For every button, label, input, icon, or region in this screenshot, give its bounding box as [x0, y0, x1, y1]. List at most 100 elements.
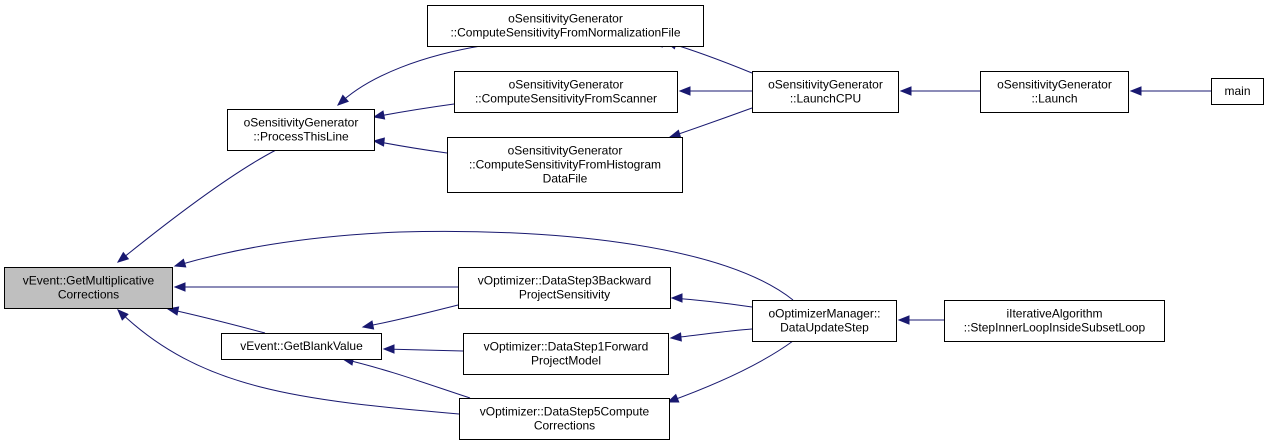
edge-n5-to-n4: [668, 107, 753, 139]
node-label-line: oSensitivityGenerator: [997, 78, 1112, 92]
edge-n11-to-n9: [341, 356, 471, 399]
node-box: [463, 333, 669, 375]
node-n4[interactable]: oSensitivityGenerator::ComputeSensitivit…: [447, 137, 683, 193]
edge-n1-to-n0: [116, 149, 277, 263]
node-box: [458, 267, 671, 309]
arrowhead: [382, 344, 395, 354]
edge-n6-to-n5: [899, 86, 980, 96]
edge-line: [373, 140, 448, 154]
edge-n8-to-n0: [173, 282, 458, 292]
arrowhead: [678, 86, 691, 96]
edge-line: [667, 340, 794, 403]
node-label-line: DataUpdateStep: [780, 321, 869, 335]
node-n7[interactable]: main: [1211, 78, 1264, 105]
node-label-line: Corrections: [58, 288, 119, 302]
edge-n11-to-n0: [117, 309, 460, 415]
edge-n7-to-n6: [1129, 86, 1211, 96]
node-label-line: main: [1224, 84, 1250, 98]
node-box: [447, 137, 683, 193]
node-n9[interactable]: vEvent::GetBlankValue: [221, 333, 382, 360]
node-label-line: ProjectSensitivity: [519, 288, 610, 302]
node-box: [221, 333, 382, 360]
node-label-line: vEvent::GetMultiplicative: [23, 274, 155, 288]
node-n5[interactable]: oSensitivityGenerator::LaunchCPU: [752, 71, 899, 113]
node-box: [752, 71, 899, 113]
node-n13[interactable]: iIterativeAlgorithm::StepInnerLoopInside…: [944, 300, 1165, 342]
node-label-line: ::ProcessThisLine: [253, 130, 349, 144]
arrowhead: [897, 315, 910, 325]
node-box: [459, 398, 670, 440]
node-box: [4, 267, 173, 309]
edge-line: [671, 297, 753, 308]
arrowhead: [117, 309, 129, 321]
node-label-line: DataFile: [543, 172, 588, 186]
node-box: [227, 109, 375, 151]
edge-n12-to-n10: [669, 328, 753, 342]
node-box: [752, 300, 897, 342]
node-box: [427, 5, 704, 47]
edge-n3-to-n1: [372, 103, 455, 120]
edge-line: [342, 358, 471, 399]
node-box: [980, 71, 1129, 113]
node-label-line: ::StepInnerLoopInsideSubsetLoop: [964, 321, 1146, 335]
node-label-line: vOptimizer::DataStep5Compute: [480, 405, 650, 419]
arrowhead: [361, 320, 375, 330]
edge-line: [373, 103, 455, 118]
edge-n10-to-n9: [382, 344, 464, 354]
node-label-line: ::ComputeSensitivityFromNormalizationFil…: [450, 26, 680, 40]
node-label-line: vEvent::GetBlankValue: [240, 339, 363, 353]
arrowhead: [899, 86, 912, 96]
edge-line: [383, 348, 464, 352]
edge-line: [670, 328, 753, 339]
node-label-line: oSensitivityGenerator: [244, 116, 359, 130]
edge-line: [362, 304, 459, 328]
arrowhead: [1129, 86, 1142, 96]
node-label-line: iIterativeAlgorithm: [1006, 307, 1102, 321]
node-label-line: ProjectModel: [531, 354, 601, 368]
node-box: [454, 71, 678, 113]
node-label-line: oSensitivityGenerator: [508, 144, 623, 158]
arrowhead: [372, 137, 385, 147]
edge-n4-to-n1: [372, 137, 448, 154]
arrowhead: [372, 110, 386, 120]
edge-n12-to-n0: [173, 230, 794, 301]
nodes-layer: vEvent::GetMultiplicativeCorrectionsoSen…: [4, 5, 1264, 440]
edge-n13-to-n12: [897, 315, 944, 325]
edge-line: [117, 149, 277, 263]
edge-line: [167, 308, 266, 334]
edge-line: [669, 107, 753, 138]
arrowhead: [669, 332, 682, 342]
edge-n12-to-n8: [670, 293, 753, 308]
node-label-line: ::LaunchCPU: [790, 92, 861, 106]
arrowhead: [173, 258, 187, 268]
edge-n9-to-n8: [361, 304, 459, 330]
arrowhead: [173, 282, 186, 292]
node-label-line: oSensitivityGenerator: [509, 78, 624, 92]
node-n6[interactable]: oSensitivityGenerator::Launch: [980, 71, 1129, 113]
arrowhead: [668, 129, 682, 139]
node-label-line: oOptimizerManager::: [768, 307, 880, 321]
node-label-line: Corrections: [534, 419, 595, 433]
node-label-line: oSensitivityGenerator: [508, 12, 623, 26]
arrowhead: [666, 393, 680, 403]
arrowhead: [670, 293, 683, 303]
node-label-line: vOptimizer::DataStep1Forward: [484, 340, 649, 354]
node-label-line: ::ComputeSensitivityFromScanner: [475, 92, 657, 106]
node-n2[interactable]: oSensitivityGenerator::ComputeSensitivit…: [427, 5, 704, 47]
edge-line: [174, 230, 794, 301]
edge-n5-to-n3: [678, 86, 752, 96]
edge-n12-to-n11: [666, 340, 794, 403]
edge-n9-to-n0: [166, 306, 266, 334]
node-n8[interactable]: vOptimizer::DataStep3BackwardProjectSens…: [458, 267, 671, 309]
node-label-line: ::ComputeSensitivityFromHistogram: [469, 158, 661, 172]
node-n3[interactable]: oSensitivityGenerator::ComputeSensitivit…: [454, 71, 678, 113]
node-n1[interactable]: oSensitivityGenerator::ProcessThisLine: [227, 109, 375, 151]
edge-line: [117, 309, 460, 415]
arrowhead: [116, 251, 130, 263]
node-n12[interactable]: oOptimizerManager::DataUpdateStep: [752, 300, 897, 342]
arrowhead: [336, 94, 349, 106]
